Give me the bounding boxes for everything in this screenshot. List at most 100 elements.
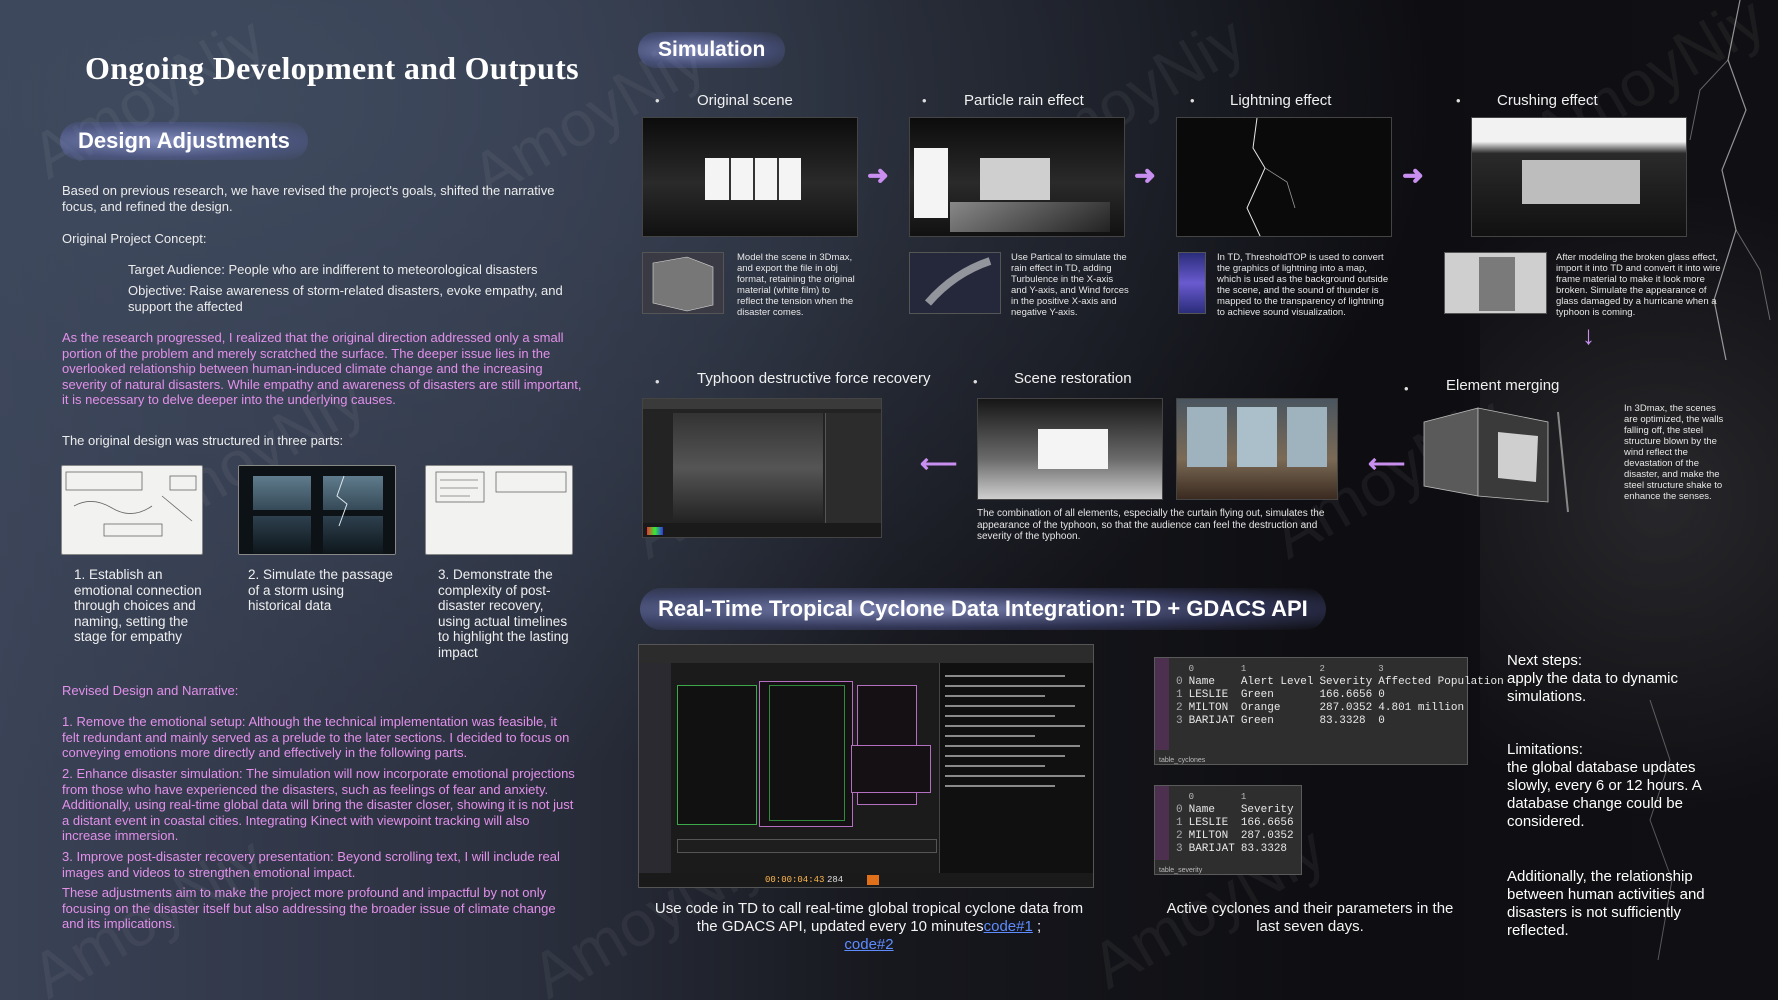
cell: 83.3328 — [1240, 842, 1288, 855]
header-cell: Name — [1188, 675, 1216, 688]
cell: 166.6656 — [1319, 688, 1373, 701]
label-particle-rain: Particle rain effect — [964, 92, 1084, 109]
col-index: 1 — [1240, 791, 1247, 802]
arrow-left-icon: ⟵ — [1368, 448, 1406, 478]
col-index: 2 — [1319, 663, 1325, 674]
play-button[interactable] — [867, 875, 879, 885]
table-row: 3 BARIJAT 83.3328 — [1173, 842, 1297, 855]
cell: LESLIE — [1188, 816, 1229, 829]
limitations-block: Limitations: the global database updates… — [1507, 741, 1735, 831]
table-severity-panel: 0 1 0 Name Severity 1 LESLIE 166.6656 2 … — [1154, 785, 1302, 875]
cell: Green — [1240, 688, 1274, 701]
lightning-effect-image — [1176, 117, 1392, 237]
particle-rain-image — [909, 117, 1125, 237]
table-cyclones: 0 1 2 3 0 Name Alert Level Severity Affe… — [1173, 662, 1507, 727]
label-element-merging: Element merging — [1446, 377, 1560, 394]
simulation-heading: Simulation — [638, 32, 786, 68]
label-crushing: Crushing effect — [1497, 92, 1598, 109]
revised-item-1: 1. Remove the emotional setup: Although … — [62, 714, 570, 760]
sketch-emotional-connection — [61, 465, 203, 555]
td-caption: Use code in TD to call real-time global … — [645, 900, 1093, 954]
intro-text: Based on previous research, we have revi… — [62, 183, 555, 214]
revised-item-3: 3. Improve post-disaster recovery presen… — [62, 849, 560, 880]
cell: 4.801 million — [1378, 701, 1465, 714]
cell: 0 — [1378, 688, 1385, 701]
3dmax-model-thumb — [642, 252, 724, 314]
original-scene-desc: Model the scene in 3Dmax, and export the… — [737, 252, 855, 318]
broken-glass-thumb — [1444, 252, 1547, 314]
conclusion-text: These adjustments aim to make the projec… — [62, 885, 556, 931]
combination-desc: The combination of all elements, especia… — [977, 508, 1325, 542]
header-cell: Severity — [1319, 675, 1373, 688]
cell: 83.3328 — [1319, 714, 1366, 727]
label-typhoon-recovery: Typhoon destructive force recovery — [697, 370, 931, 387]
col-index: 0 — [1188, 663, 1195, 674]
target-audience-text: Target Audience: People who are indiffer… — [128, 262, 538, 277]
objective-text: Objective: Raise awareness of storm-rela… — [128, 283, 563, 314]
table-row: 0 Name Severity — [1173, 803, 1297, 816]
design-adjustments-heading: Design Adjustments — [60, 122, 308, 160]
col-index: 0 — [1188, 791, 1195, 802]
table-row: 1 LESLIE 166.6656 — [1173, 816, 1297, 829]
cell: 166.6656 — [1240, 816, 1294, 829]
table-name: table_severity — [1159, 867, 1203, 874]
original-scene-image — [642, 117, 858, 237]
table-cyclones-panel: 0 1 2 3 0 Name Alert Level Severity Affe… — [1154, 657, 1504, 765]
header-cell: Alert Level — [1240, 675, 1314, 688]
additionally-text: Additionally, the relationship between h… — [1507, 868, 1705, 939]
part-3-caption: 3. Demonstrate the complexity of post-di… — [438, 567, 569, 660]
label-original-scene: Original scene — [697, 92, 793, 109]
part-1-caption: 1. Establish an emotional connection thr… — [74, 567, 202, 644]
header-cell: Name — [1188, 803, 1216, 816]
cell: 287.0352 — [1240, 829, 1294, 842]
scene-restoration-image-1 — [977, 398, 1163, 500]
arrow-right-icon: ➜ — [1134, 160, 1156, 190]
cyclones-caption: Active cyclones and their parameters in … — [1166, 900, 1454, 935]
arrow-down-icon: ↓ — [1582, 320, 1595, 350]
code-1-link[interactable]: code#1 — [983, 918, 1033, 935]
timecode: 00:00:04:43 — [765, 875, 825, 885]
part-2-caption: 2. Simulate the passage of a storm using… — [248, 567, 393, 613]
table-row: 3 BARIJAT Green 83.3328 0 — [1173, 714, 1507, 727]
next-steps-text: apply the data to dynamic simulations. — [1507, 670, 1678, 705]
cell: BARIJAT — [1188, 714, 1235, 727]
bullet: • — [655, 374, 660, 389]
arrow-right-icon: ➜ — [867, 160, 889, 190]
research-paragraph: As the research progressed, I realized t… — [62, 330, 582, 407]
element-merging-desc: In 3Dmax, the scenes are optimized, the … — [1624, 403, 1724, 502]
label-lightning: Lightning effect — [1230, 92, 1332, 109]
crushing-effect-image — [1471, 117, 1687, 237]
cell: MILTON — [1188, 701, 1229, 714]
bullet: • — [655, 93, 660, 108]
cell: Orange — [1240, 701, 1281, 714]
code-2-link[interactable]: code#2 — [844, 936, 894, 953]
particle-rain-desc: Use Partical to simulate the rain effect… — [1011, 252, 1129, 318]
cell: 287.0352 — [1319, 701, 1373, 714]
bullet: • — [1190, 93, 1195, 108]
cell: 0 — [1378, 714, 1385, 727]
label-scene-restoration: Scene restoration — [1014, 370, 1132, 387]
header-cell: Severity — [1240, 803, 1294, 816]
lightning-bolt-icon — [1649, 0, 1771, 961]
link-separator: ; — [1032, 918, 1042, 935]
limitations-text: the global database updates slowly, ever… — [1507, 759, 1701, 830]
td-caption-text: Use code in TD to call real-time global … — [654, 900, 1084, 935]
sketch-recovery — [425, 465, 573, 555]
limitations-label: Limitations: — [1507, 741, 1583, 758]
next-steps-label: Next steps: — [1507, 652, 1583, 669]
crushing-desc: After modeling the broken glass effect, … — [1556, 252, 1721, 318]
col-index: 3 — [1378, 663, 1384, 674]
cell: LESLIE — [1188, 688, 1229, 701]
table-row: 0 Name Alert Level Severity Affected Pop… — [1173, 675, 1507, 688]
table-row: 1 LESLIE Green 166.6656 0 — [1173, 688, 1507, 701]
scene-restoration-image-2 — [1176, 398, 1338, 500]
gdacs-heading: Real-Time Tropical Cyclone Data Integrat… — [640, 588, 1326, 630]
original-concept-label: Original Project Concept: — [62, 231, 207, 246]
td-code-screenshot: 00:00:04:43 284 — [638, 644, 1094, 888]
revised-item-2: 2. Enhance disaster simulation: The simu… — [62, 766, 575, 843]
header-cell: Affected Population — [1378, 675, 1504, 688]
frame-number: 284 — [827, 875, 844, 885]
table-row: 2 MILTON Orange 287.0352 4.801 million — [1173, 701, 1507, 714]
bullet: • — [922, 93, 927, 108]
lightning-desc: In TD, ThresholdTOP is used to convert t… — [1217, 252, 1389, 318]
